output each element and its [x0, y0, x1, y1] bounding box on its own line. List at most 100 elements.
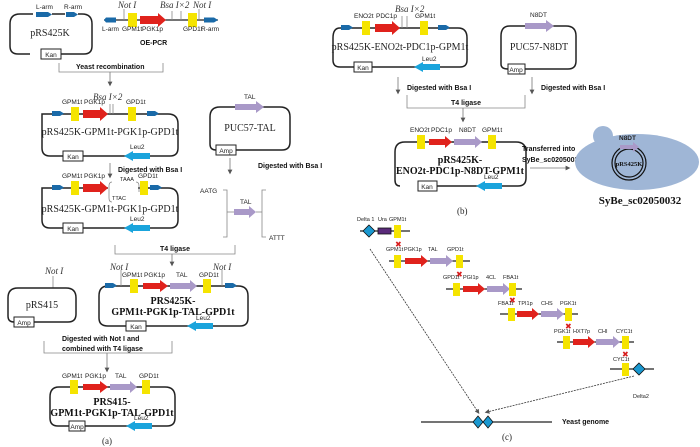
- plasmid-pRS425K-ENO2t-PDC1p-GPM1t: Bsa I×2 ENO2t PDC1p GPM1t pRS425K-ENO2t-…: [332, 4, 469, 73]
- step-transfer: Transferred into SyBe_sc02050031: [522, 146, 582, 171]
- plasmid-pRS425K-GPM1t-PGK1p-GPD1t: Bsa I×2 GPM1t PGK1p GPD1t pRS425K-GPM1t-…: [41, 92, 179, 162]
- integration-arrow-right: [484, 375, 635, 414]
- n8dt-label: N8DT: [619, 135, 636, 142]
- part-label: N8DT: [459, 127, 476, 134]
- part-label: PGK1t: [554, 329, 571, 335]
- plasmid-name-line1: PRS425K-: [151, 296, 196, 307]
- cross-icon: ✖: [622, 350, 629, 359]
- part-label: PDC1p: [431, 127, 452, 134]
- part-label: GPM1t: [62, 373, 82, 380]
- part-label: ENO2t: [354, 13, 374, 20]
- oe-pcr-fragment: Not I Bsa I×2 Not I L-arm GPM1t PGK1p GP…: [102, 0, 219, 47]
- transfer-line1: Transferred into: [522, 146, 575, 153]
- plasmid-name: pRS425K-ENO2t-PDC1p-GPM1t: [332, 42, 469, 53]
- part-label: PGK1p: [142, 26, 163, 33]
- plasmid-name-line2: ENO2t-PDC1p-N8DT-GPM1t: [396, 166, 525, 177]
- step-t4-ligase-b: T4 ligase: [406, 95, 526, 123]
- cassette-4: FBA1t TPI1p CHS PGK1t ✖: [498, 301, 578, 331]
- step-label-line2: combined with T4 ligase: [62, 346, 143, 353]
- n8dt-label: N8DT: [530, 12, 547, 19]
- part-label: GPM1t: [389, 217, 407, 223]
- strain-name: SyBe_sc02050032: [599, 195, 682, 207]
- part-label: GPM1t: [122, 26, 142, 33]
- part-label: GPM1t: [415, 13, 435, 20]
- caption-b: (b): [457, 206, 468, 216]
- step-digest-bsa-2: Digested with Bsa I: [227, 158, 322, 175]
- amp-marker: Amp: [509, 67, 523, 74]
- plasmid-pRS425K: L-arm R-arm pRS425K Kan: [9, 4, 93, 60]
- bsa1-site-label: Bsa I×2: [93, 92, 123, 102]
- part-label: GPD1t: [447, 247, 464, 253]
- part-label: PGI1p: [463, 275, 479, 281]
- plasmid-name: pRS425K-GPM1t-PGK1p-GPD1t: [42, 127, 179, 138]
- plasmid-name: pRS425K-GPM1t-PGK1p-GPD1t: [42, 204, 179, 215]
- step-label: Digested with Bsa I: [118, 167, 182, 174]
- oe-pcr-title: OE-PCR: [140, 40, 167, 47]
- plasmid-name-line1: pRS425K-: [438, 155, 482, 166]
- l-arm-part: [36, 12, 52, 17]
- delta1-label: Delta 1: [357, 217, 374, 223]
- caption-a: (a): [102, 436, 112, 446]
- plasmid-name-line2: GPM1t-PGK1p-TAL-GPD1t: [111, 307, 235, 318]
- leu2-label: Leu2: [130, 216, 145, 223]
- part-label: GPD1t: [139, 373, 159, 380]
- l-arm-part: [104, 17, 116, 23]
- tal-fragment: AATG ATTT TAL: [200, 188, 285, 242]
- part-label: GPD1t: [126, 99, 146, 106]
- yeast-genome: Yeast genome: [421, 415, 609, 429]
- step-digest-bsa-b1: Digested with Bsa I: [395, 77, 471, 95]
- part-label: CYC1t: [613, 357, 630, 363]
- kan-marker: Kan: [67, 226, 79, 233]
- part-label: GPM1t: [386, 247, 404, 253]
- step-label: T4 ligase: [451, 100, 481, 107]
- plasmid-name: PUC57-TAL: [224, 123, 275, 134]
- plasmid-PRS425K-GPM1t-PGK1p-TAL-GPD1t: Not I Not I GPM1t PGK1p TAL GPD1t PRS425…: [98, 262, 249, 332]
- kan-marker: Kan: [357, 65, 369, 72]
- amp-marker: Amp: [70, 424, 84, 431]
- integration-arrow-left: [369, 248, 480, 415]
- part-label: GPM1t: [62, 99, 82, 106]
- cassette-1: Delta 1 Ura GPM1t ✖: [357, 217, 410, 249]
- part-label: GPM1t: [122, 272, 142, 279]
- yeast-cell: N8DT pRS425K SyBe_sc02050032: [575, 126, 699, 207]
- amp-marker: Amp: [219, 148, 233, 155]
- part-label: PGK1p: [84, 173, 105, 180]
- step-digest-bsa-b2: Digested with Bsa I: [529, 77, 605, 95]
- step-label: Digested with Bsa I: [541, 85, 605, 92]
- kan-marker: Kan: [421, 184, 433, 191]
- part-label: PGK1p: [144, 272, 165, 279]
- part-label: FBA1t: [503, 275, 519, 281]
- part-label: R-arm: [201, 26, 219, 33]
- amp-marker: Amp: [17, 320, 31, 327]
- part-label: GPM1t: [482, 127, 502, 134]
- part-label: HXT7p: [573, 329, 590, 335]
- step-label: Digested with Bsa I: [258, 163, 322, 170]
- part-label: PGK1t: [560, 301, 577, 307]
- cross-icon: ✖: [565, 322, 572, 331]
- plasmid-pRS425K-ENO2t-PDC1p-N8DT-GPM1t: ENO2t PDC1p N8DT GPM1t pRS425K- ENO2t-PD…: [394, 127, 527, 192]
- cassette-6: CYC1t Delta2: [610, 357, 654, 400]
- not1-site-label: Not I: [117, 0, 137, 10]
- cassette-5: PGK1t HXT7p CHI CYC1t ✖: [554, 329, 634, 359]
- plasmid-name: pRS425K: [30, 28, 70, 39]
- step-yeast-recombination: Yeast recombination: [58, 63, 164, 87]
- kan-marker: Kan: [67, 154, 79, 161]
- part-label: PGK1p: [85, 373, 106, 380]
- part-label: FBA1t: [498, 301, 514, 307]
- plasmid-digested-backbone: GPM1t PGK1p GPD1t TAAA TTAC pRS425K-GPM1…: [41, 173, 179, 234]
- not1-site-label: Not I: [212, 262, 232, 272]
- part-label: TAL: [115, 373, 127, 380]
- r-arm-part: [66, 12, 78, 17]
- kan-marker: Kan: [130, 324, 142, 331]
- step-label: T4 ligase: [160, 246, 190, 253]
- part-label: 4CL: [486, 275, 496, 281]
- leu2-label: Leu2: [422, 56, 437, 63]
- overhang-right: ATTT: [269, 235, 285, 242]
- plasmid-name: pRS415: [26, 300, 58, 311]
- step-label-line1: Digested with Not I and: [62, 336, 139, 343]
- delta2-label: Delta2: [633, 394, 649, 400]
- leu2-label: Leu2: [134, 415, 149, 422]
- part-label: PGK1p: [404, 247, 422, 253]
- not1-site-label: Not I: [44, 266, 64, 276]
